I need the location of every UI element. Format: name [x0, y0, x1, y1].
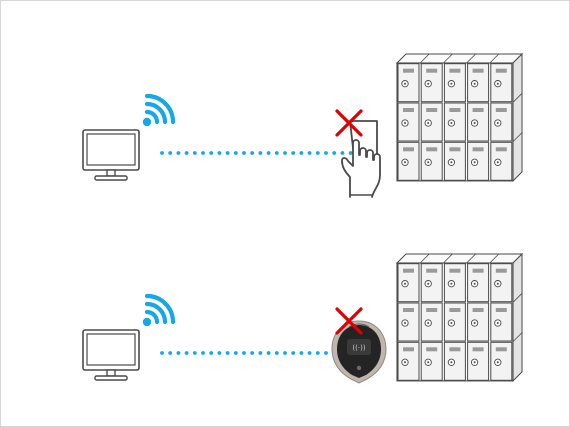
- locker-bank-icon: [395, 52, 524, 183]
- locker-door: [443, 341, 466, 381]
- locker-door: [467, 141, 490, 181]
- monitor-icon: [82, 129, 140, 181]
- locker-door: [420, 141, 443, 181]
- locker-door: [443, 302, 466, 342]
- locker-door: [397, 302, 420, 342]
- locker-door: [490, 63, 513, 103]
- monitor-icon: [82, 329, 140, 381]
- locker-door: [443, 263, 466, 303]
- locker-door: [420, 341, 443, 381]
- locker-door: [467, 302, 490, 342]
- locker-door: [490, 102, 513, 142]
- dotted-link-line: [160, 151, 353, 155]
- locker-door: [397, 63, 420, 103]
- locker-door: [420, 302, 443, 342]
- hand-with-card-icon: [341, 120, 381, 198]
- locker-door: [467, 341, 490, 381]
- locker-door: [490, 302, 513, 342]
- wifi-icon: [143, 96, 173, 126]
- locker-door: [443, 63, 466, 103]
- locker-door: [420, 63, 443, 103]
- locker-door: [490, 341, 513, 381]
- locker-door: [490, 141, 513, 181]
- wifi-icon: [143, 296, 173, 326]
- locker-door: [420, 102, 443, 142]
- locker-door: [397, 141, 420, 181]
- locker-door: [397, 341, 420, 381]
- locker-door: [397, 102, 420, 142]
- locker-door: [490, 263, 513, 303]
- locker-door: [467, 263, 490, 303]
- locker-door: [467, 102, 490, 142]
- locker-door: [443, 102, 466, 142]
- locker-door: [397, 263, 420, 303]
- scenario-card: [82, 52, 524, 198]
- locker-door: [467, 63, 490, 103]
- locker-door: [420, 263, 443, 303]
- locker-door: [443, 141, 466, 181]
- dotted-link-line: [160, 351, 337, 355]
- locker-bank-icon: [395, 252, 524, 383]
- scenario-fob: [82, 252, 524, 384]
